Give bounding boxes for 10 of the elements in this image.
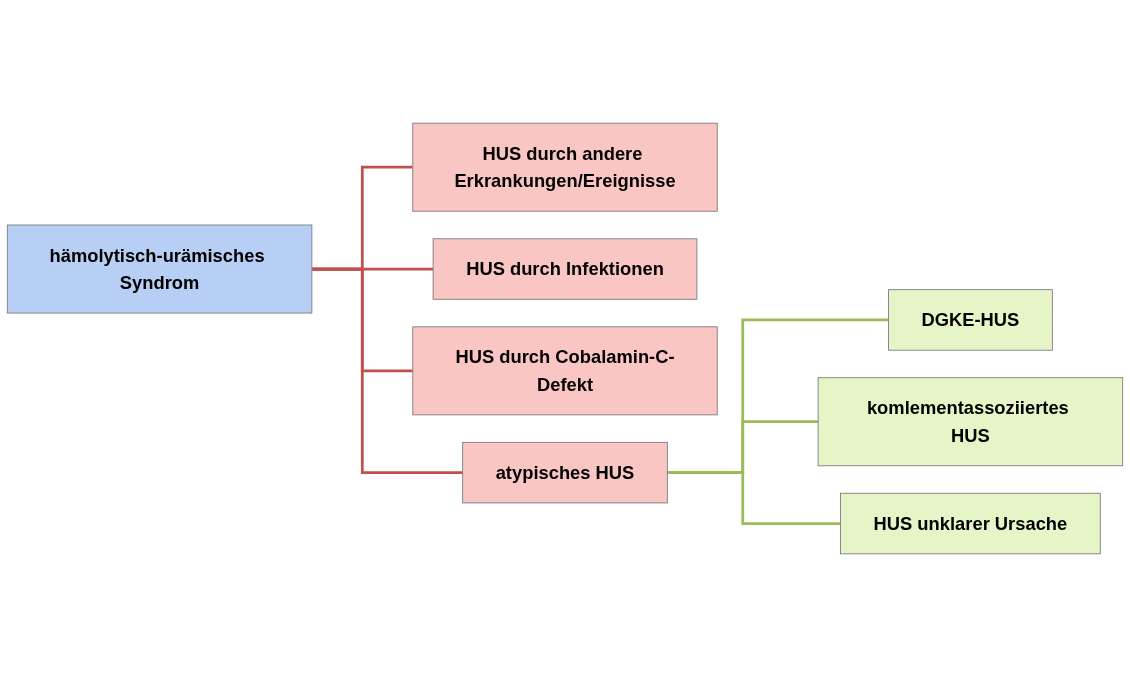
node-box: hämolytisch-urämisches Syndrom	[6, 224, 313, 314]
node-box: HUS durch andere Erkrankungen/Ereignisse	[412, 122, 718, 212]
node-box: atypisches HUS	[462, 441, 668, 504]
node-box: komlementassoziiertes HUS	[817, 377, 1124, 467]
node-box: HUS durch Infektionen	[432, 238, 698, 300]
connector	[311, 267, 463, 474]
connector	[667, 471, 841, 525]
node-box: HUS unklarer Ursache	[840, 492, 1101, 555]
node-box: HUS durch Cobalamin-C-Defekt	[412, 326, 718, 416]
node-box: DGKE-HUS	[888, 289, 1053, 351]
